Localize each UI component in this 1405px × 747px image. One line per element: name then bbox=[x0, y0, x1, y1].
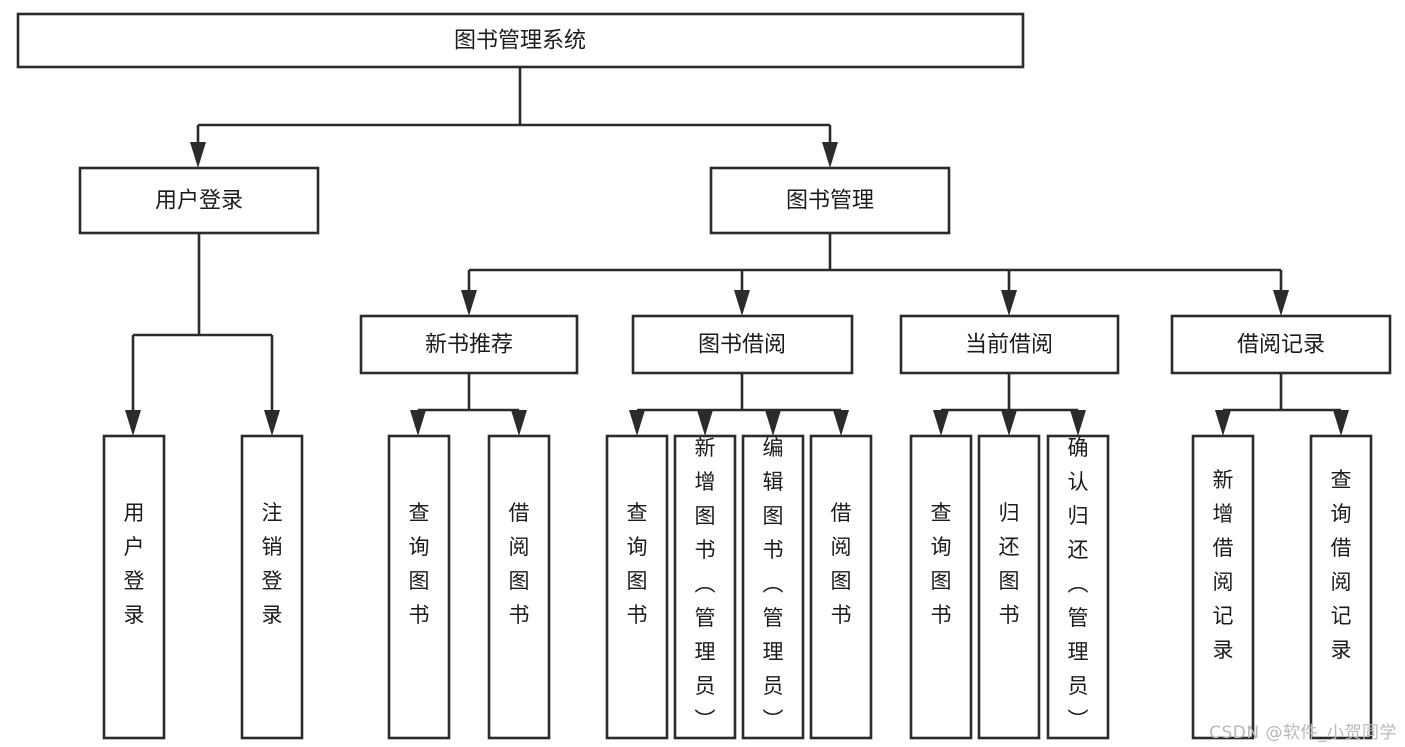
node-root-box[interactable] bbox=[16, 12, 1025, 69]
leaf-currentborrow-confirm-return-box[interactable] bbox=[1046, 434, 1110, 740]
leaf-newbook-query-book-label: 查询图书 bbox=[409, 501, 430, 627]
leaf-newbook-query-book-box[interactable] bbox=[387, 434, 451, 740]
arrow-head-user-login bbox=[190, 142, 206, 168]
node-book-management-label: 图书管理 bbox=[786, 189, 874, 214]
arrow-head-book-borrow bbox=[734, 290, 750, 316]
node-current-borrow[interactable]: 当前借阅 bbox=[899, 314, 1120, 375]
leaf-currentborrow-return-book-box[interactable] bbox=[977, 434, 1041, 740]
node-book-borrow-box[interactable] bbox=[631, 314, 854, 375]
leaf-borrowrecord-add-record[interactable]: 新增借阅记录 bbox=[1191, 434, 1255, 740]
leaf-user-login-logout[interactable]: 注销登录 bbox=[240, 434, 304, 740]
leaf-borrowrecord-query-record-label: 查询借阅记录 bbox=[1331, 468, 1352, 662]
leaf-user-login-login-box[interactable] bbox=[102, 434, 166, 740]
node-new-book-recommend[interactable]: 新书推荐 bbox=[359, 314, 579, 375]
leaf-borrowrecord-add-record-label: 新增借阅记录 bbox=[1213, 468, 1234, 662]
arrow-head-leaf-user-login-1 bbox=[125, 410, 141, 436]
arrow-head-leaf-user-login-2 bbox=[264, 410, 280, 436]
leaf-bookborrow-query-book-box[interactable] bbox=[605, 434, 669, 740]
node-book-management-box[interactable] bbox=[709, 166, 951, 235]
leaf-currentborrow-confirm-return-label: 确认归还︵管理员︶ bbox=[1068, 436, 1089, 732]
leaf-bookborrow-edit-book-label: 编辑图书︵管理员︶ bbox=[763, 436, 784, 732]
arrow-head-leaf-bookborrow-4 bbox=[833, 410, 849, 436]
node-borrow-record[interactable]: 借阅记录 bbox=[1170, 314, 1392, 375]
arrow-head-leaf-currentborrow-1 bbox=[933, 410, 949, 436]
leaf-currentborrow-confirm-return[interactable]: 确认归还︵管理员︶ bbox=[1046, 434, 1110, 740]
arrow-head-leaf-borrowrecord-1 bbox=[1215, 410, 1231, 436]
csdn-watermark: CSDN @软件_小贺同学 bbox=[1209, 723, 1397, 743]
leaf-user-login-logout-label: 注销登录 bbox=[262, 501, 283, 627]
leaf-bookborrow-edit-book-box[interactable] bbox=[741, 434, 805, 740]
arrow-head-leaf-newbook-1 bbox=[410, 410, 426, 436]
leaf-user-login-login-label: 用户登录 bbox=[124, 501, 145, 627]
arrow-head-leaf-bookborrow-3 bbox=[765, 410, 781, 436]
arrow-head-book-mgmt bbox=[822, 142, 838, 168]
node-root[interactable]: 图书管理系统 bbox=[16, 12, 1025, 69]
arrow-head-leaf-bookborrow-2 bbox=[697, 410, 713, 436]
node-current-borrow-box[interactable] bbox=[899, 314, 1120, 375]
node-new-book-recommend-label: 新书推荐 bbox=[425, 333, 513, 358]
leaf-user-login-login[interactable]: 用户登录 bbox=[102, 434, 166, 740]
arrow-head-leaf-borrowrecord-2 bbox=[1333, 410, 1349, 436]
leaf-currentborrow-query-book-box[interactable] bbox=[909, 434, 973, 740]
leaf-bookborrow-borrow-book-label: 借阅图书 bbox=[831, 501, 852, 627]
node-borrow-record-label: 借阅记录 bbox=[1237, 333, 1325, 358]
leaf-newbook-borrow-book-label: 借阅图书 bbox=[509, 501, 530, 627]
leaf-borrowrecord-query-record-box[interactable] bbox=[1309, 434, 1373, 740]
node-root-label: 图书管理系统 bbox=[454, 29, 586, 54]
leaf-bookborrow-add-book-label: 新增图书︵管理员︶ bbox=[695, 436, 716, 732]
arrow-head-current-borrow bbox=[1001, 290, 1017, 316]
node-user-login-box[interactable] bbox=[78, 166, 320, 235]
leaf-bookborrow-borrow-book[interactable]: 借阅图书 bbox=[809, 434, 873, 740]
leaf-borrowrecord-add-record-box[interactable] bbox=[1191, 434, 1255, 740]
arrow-head-leaf-currentborrow-2 bbox=[1001, 410, 1017, 436]
leaf-currentborrow-query-book[interactable]: 查询图书 bbox=[909, 434, 973, 740]
arrow-head-leaf-newbook-2 bbox=[511, 410, 527, 436]
node-user-login[interactable]: 用户登录 bbox=[78, 166, 320, 235]
arrow-head-new-book-recommend bbox=[461, 290, 477, 316]
leaf-user-login-logout-box[interactable] bbox=[240, 434, 304, 740]
leaf-currentborrow-query-book-label: 查询图书 bbox=[931, 501, 952, 627]
node-current-borrow-label: 当前借阅 bbox=[965, 333, 1053, 358]
node-new-book-recommend-box[interactable] bbox=[359, 314, 579, 375]
leaf-bookborrow-add-book-box[interactable] bbox=[673, 434, 737, 740]
node-book-management[interactable]: 图书管理 bbox=[709, 166, 951, 235]
leaf-bookborrow-query-book-label: 查询图书 bbox=[627, 501, 648, 627]
leaf-newbook-query-book[interactable]: 查询图书 bbox=[387, 434, 451, 740]
leaf-newbook-borrow-book-box[interactable] bbox=[487, 434, 551, 740]
arrow-head-leaf-bookborrow-1 bbox=[629, 410, 645, 436]
node-borrow-record-box[interactable] bbox=[1170, 314, 1392, 375]
leaf-bookborrow-query-book[interactable]: 查询图书 bbox=[605, 434, 669, 740]
node-book-borrow-label: 图书借阅 bbox=[698, 333, 786, 358]
leaf-bookborrow-borrow-book-box[interactable] bbox=[809, 434, 873, 740]
node-book-borrow[interactable]: 图书借阅 bbox=[631, 314, 854, 375]
leaf-bookborrow-edit-book[interactable]: 编辑图书︵管理员︶ bbox=[741, 434, 805, 740]
leaf-borrowrecord-query-record[interactable]: 查询借阅记录 bbox=[1309, 434, 1373, 740]
leaf-currentborrow-return-book-label: 归还图书 bbox=[999, 501, 1020, 627]
connector-layer bbox=[125, 67, 1349, 436]
leaf-currentborrow-return-book[interactable]: 归还图书 bbox=[977, 434, 1041, 740]
node-user-login-label: 用户登录 bbox=[155, 189, 243, 214]
arrow-head-leaf-currentborrow-3 bbox=[1070, 410, 1086, 436]
arrow-head-borrow-record bbox=[1273, 290, 1289, 316]
leaf-bookborrow-add-book[interactable]: 新增图书︵管理员︶ bbox=[673, 434, 737, 740]
leaf-newbook-borrow-book[interactable]: 借阅图书 bbox=[487, 434, 551, 740]
